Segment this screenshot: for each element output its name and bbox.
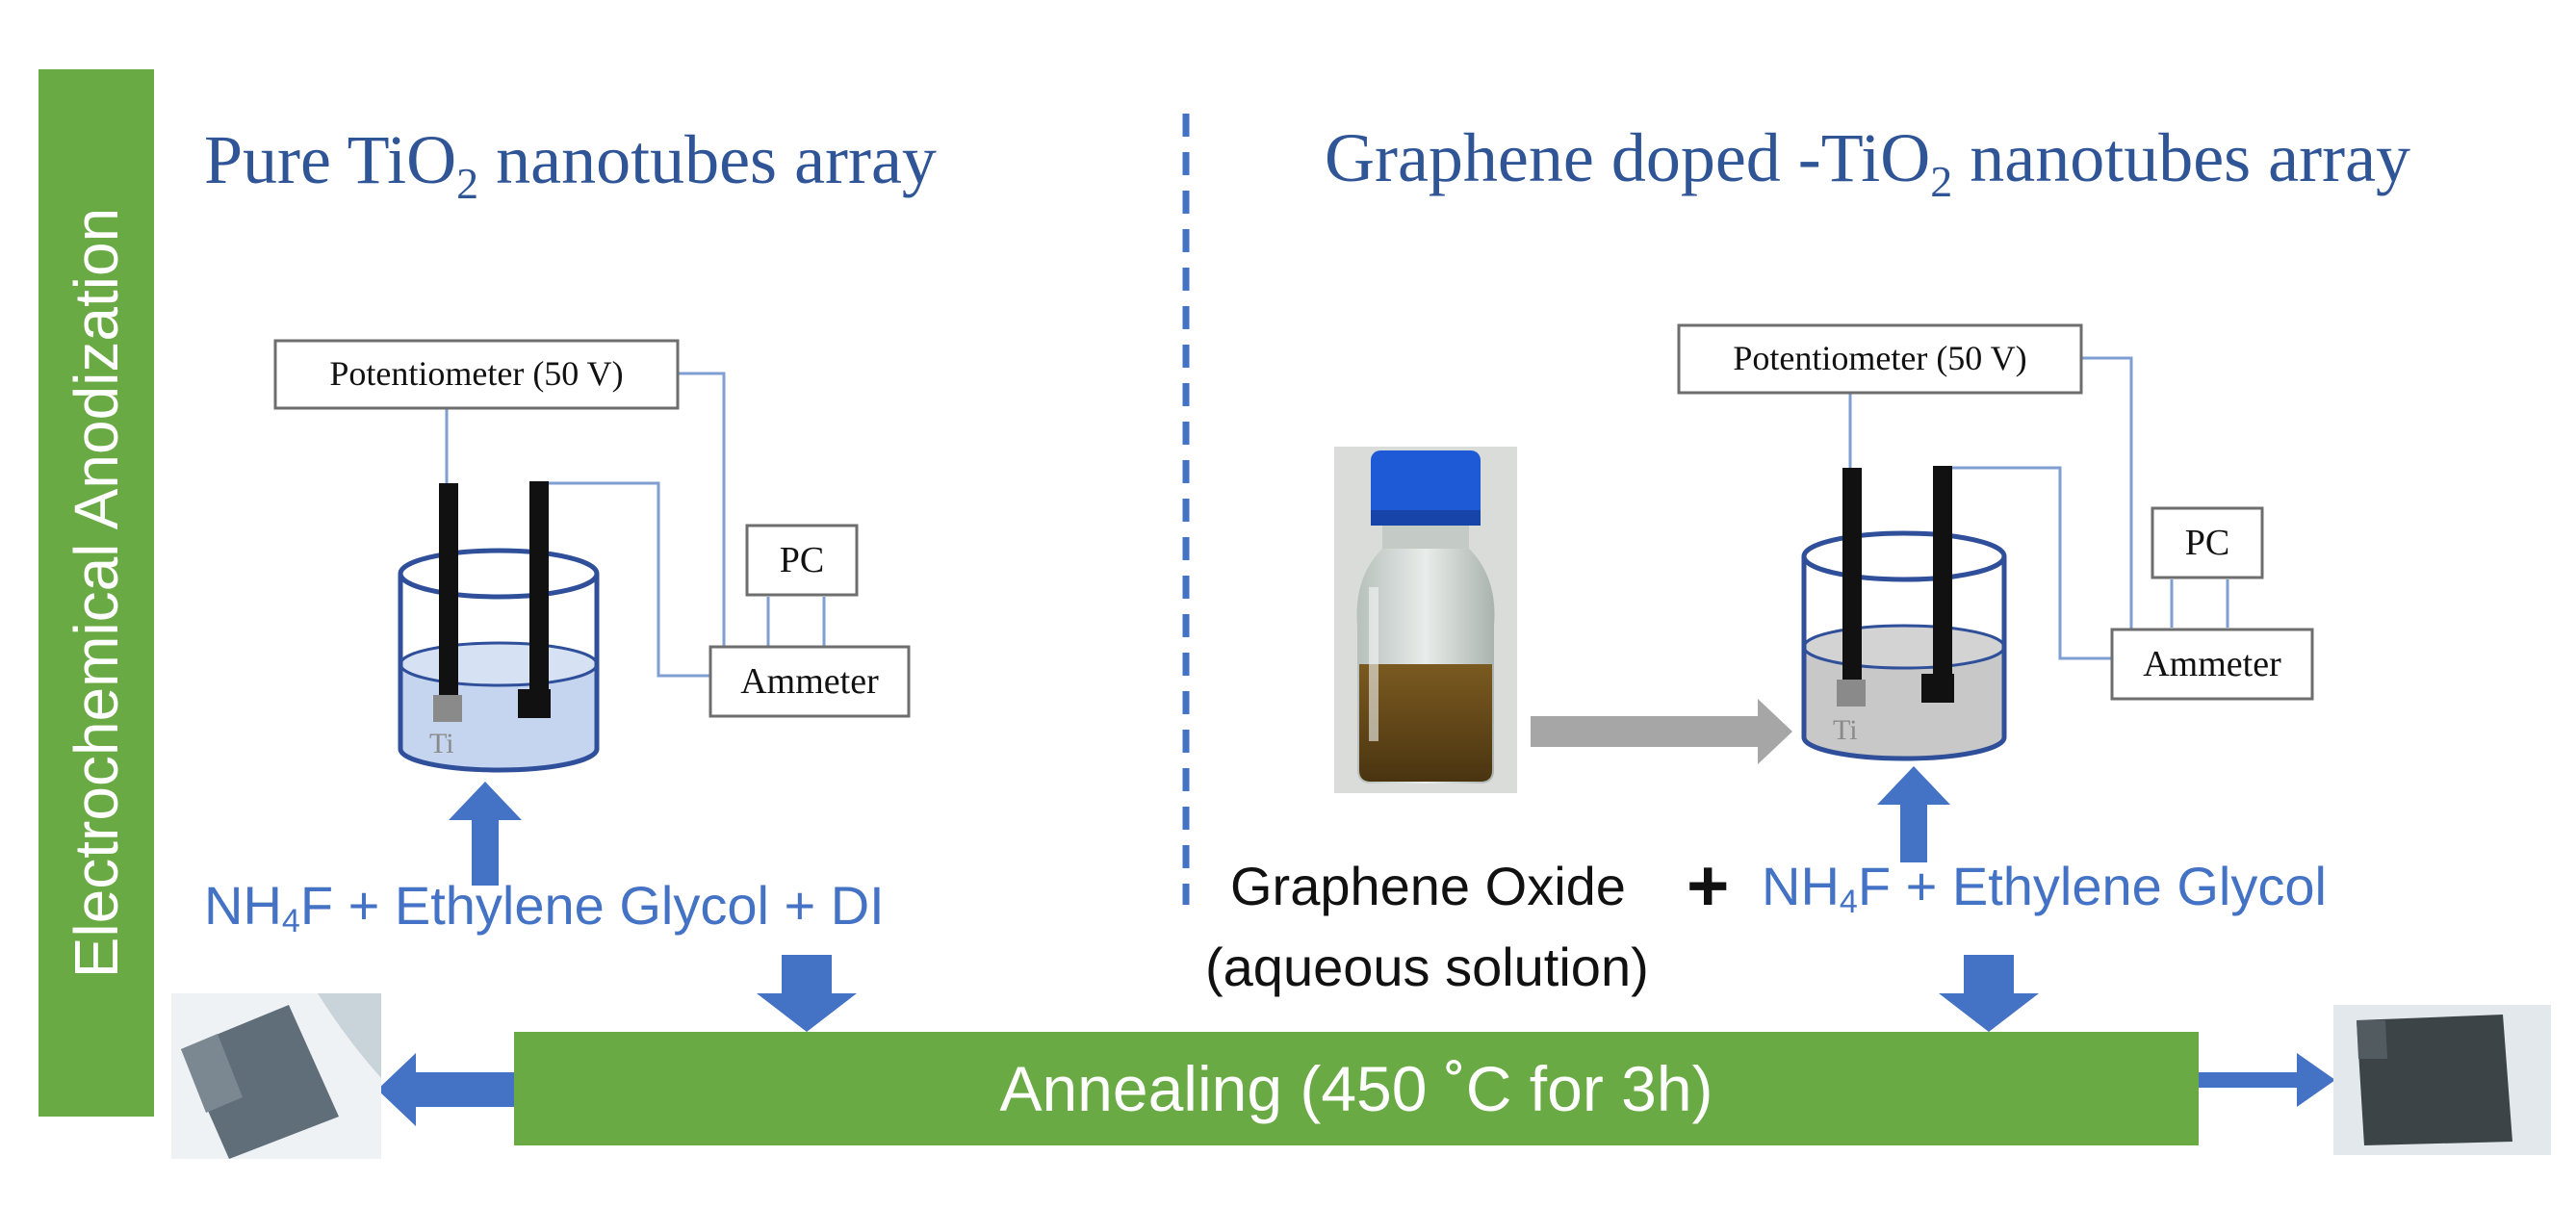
right-ti-label: Ti	[1833, 714, 1858, 746]
annealing-label: Annealing (450 ˚C for 3h)	[999, 1053, 1713, 1124]
right-ammeter-box	[2110, 628, 2314, 701]
left-ti-sample	[433, 695, 462, 722]
left-pc-label: PC	[780, 540, 824, 580]
left-output-arrow	[377, 1053, 514, 1126]
electrochemical-anodization-bar: Electrochemical Anodization	[39, 69, 154, 1117]
graphene-doped-sample-photo	[2333, 1005, 2551, 1155]
right-pc-box	[2151, 506, 2264, 579]
right-output-arrow	[2199, 1053, 2335, 1107]
left-counter-electrode	[529, 481, 549, 693]
left-up-arrow	[449, 782, 522, 886]
right-panel-title: Graphene doped -TiO2 nanotubes array	[1325, 119, 2410, 206]
right-potentiometer-box	[1677, 323, 2083, 395]
left-anodization-setup: Potentiometer (50 V) PC Ammeter Ti	[273, 339, 911, 886]
electrochemical-anodization-label: Electrochemical Anodization	[62, 208, 131, 978]
left-reagents-label: NH4F + Ethylene Glycol + DI	[204, 875, 885, 939]
annealing-bar	[514, 1032, 2199, 1145]
left-down-arrow	[757, 955, 857, 1032]
right-down-arrow	[1939, 955, 2039, 1032]
left-ti-electrode	[439, 483, 458, 707]
graphene-oxide-bottle-photo	[1334, 447, 1517, 793]
right-potentiometer-label: Potentiometer (50 V)	[1733, 339, 2026, 377]
right-counter-tip	[1921, 674, 1954, 703]
left-ammeter-box	[708, 645, 911, 718]
right-reagents-label: NH4F + Ethylene Glycol	[1762, 856, 2327, 920]
left-potentiometer-label: Potentiometer (50 V)	[329, 354, 623, 393]
right-ti-electrode	[1842, 468, 1862, 691]
left-panel-title: Pure TiO2 nanotubes array	[204, 121, 937, 208]
pure-tio2-sample-photo	[171, 993, 381, 1159]
left-ti-label: Ti	[429, 728, 454, 759]
left-counter-tip	[518, 689, 551, 718]
right-ammeter-label: Ammeter	[2143, 644, 2281, 684]
right-pc-label: PC	[2185, 523, 2229, 563]
left-ammeter-label: Ammeter	[740, 661, 879, 702]
plus-sign: +	[1687, 845, 1729, 927]
aqueous-solution-label: (aqueous solution)	[1205, 937, 1649, 997]
bottle-to-beaker-arrow	[1531, 699, 1792, 764]
right-up-arrow	[1877, 766, 1950, 862]
right-anodization-setup: Potentiometer (50 V) PC Ammeter Ti	[1677, 323, 2314, 862]
right-ti-sample	[1837, 680, 1866, 707]
right-counter-electrode	[1933, 466, 1952, 678]
left-potentiometer-box	[273, 339, 680, 410]
left-pc-box	[745, 524, 859, 597]
graphene-oxide-label: Graphene Oxide	[1230, 856, 1626, 916]
